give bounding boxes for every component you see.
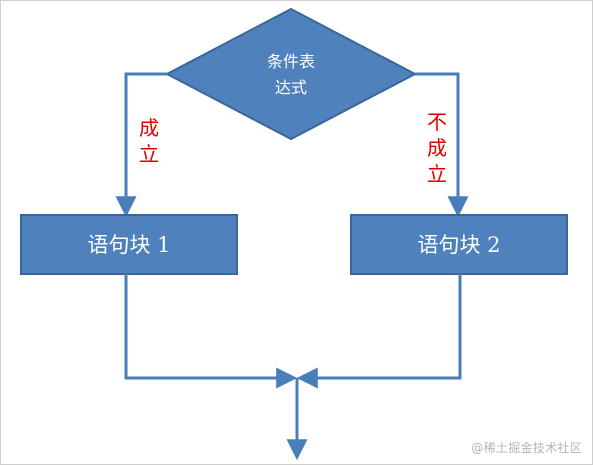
merge-left-connector — [124, 274, 298, 389]
merge-right-connector — [296, 274, 462, 389]
statement-block-2 — [350, 214, 568, 275]
true-label-char2: 立 — [139, 142, 159, 166]
statement-block-2-label: 语句块 2 — [417, 233, 500, 257]
true-label-char1: 成 — [139, 116, 159, 140]
false-label-char3: 立 — [427, 162, 447, 186]
decision-diamond — [164, 7, 418, 141]
false-label-line1: 不 — [427, 110, 447, 134]
decision-text-line1: 条件表 — [267, 52, 315, 71]
watermark: @稀土掘金技术社区 — [471, 441, 582, 455]
true-branch-connector — [115, 72, 167, 218]
false-branch-connector — [415, 72, 469, 218]
decision-text-line2: 达式 — [275, 78, 307, 97]
false-label-char2: 成 — [427, 136, 447, 160]
statement-block-1-label: 语句块 1 — [87, 233, 170, 257]
statement-block-1 — [20, 214, 238, 275]
